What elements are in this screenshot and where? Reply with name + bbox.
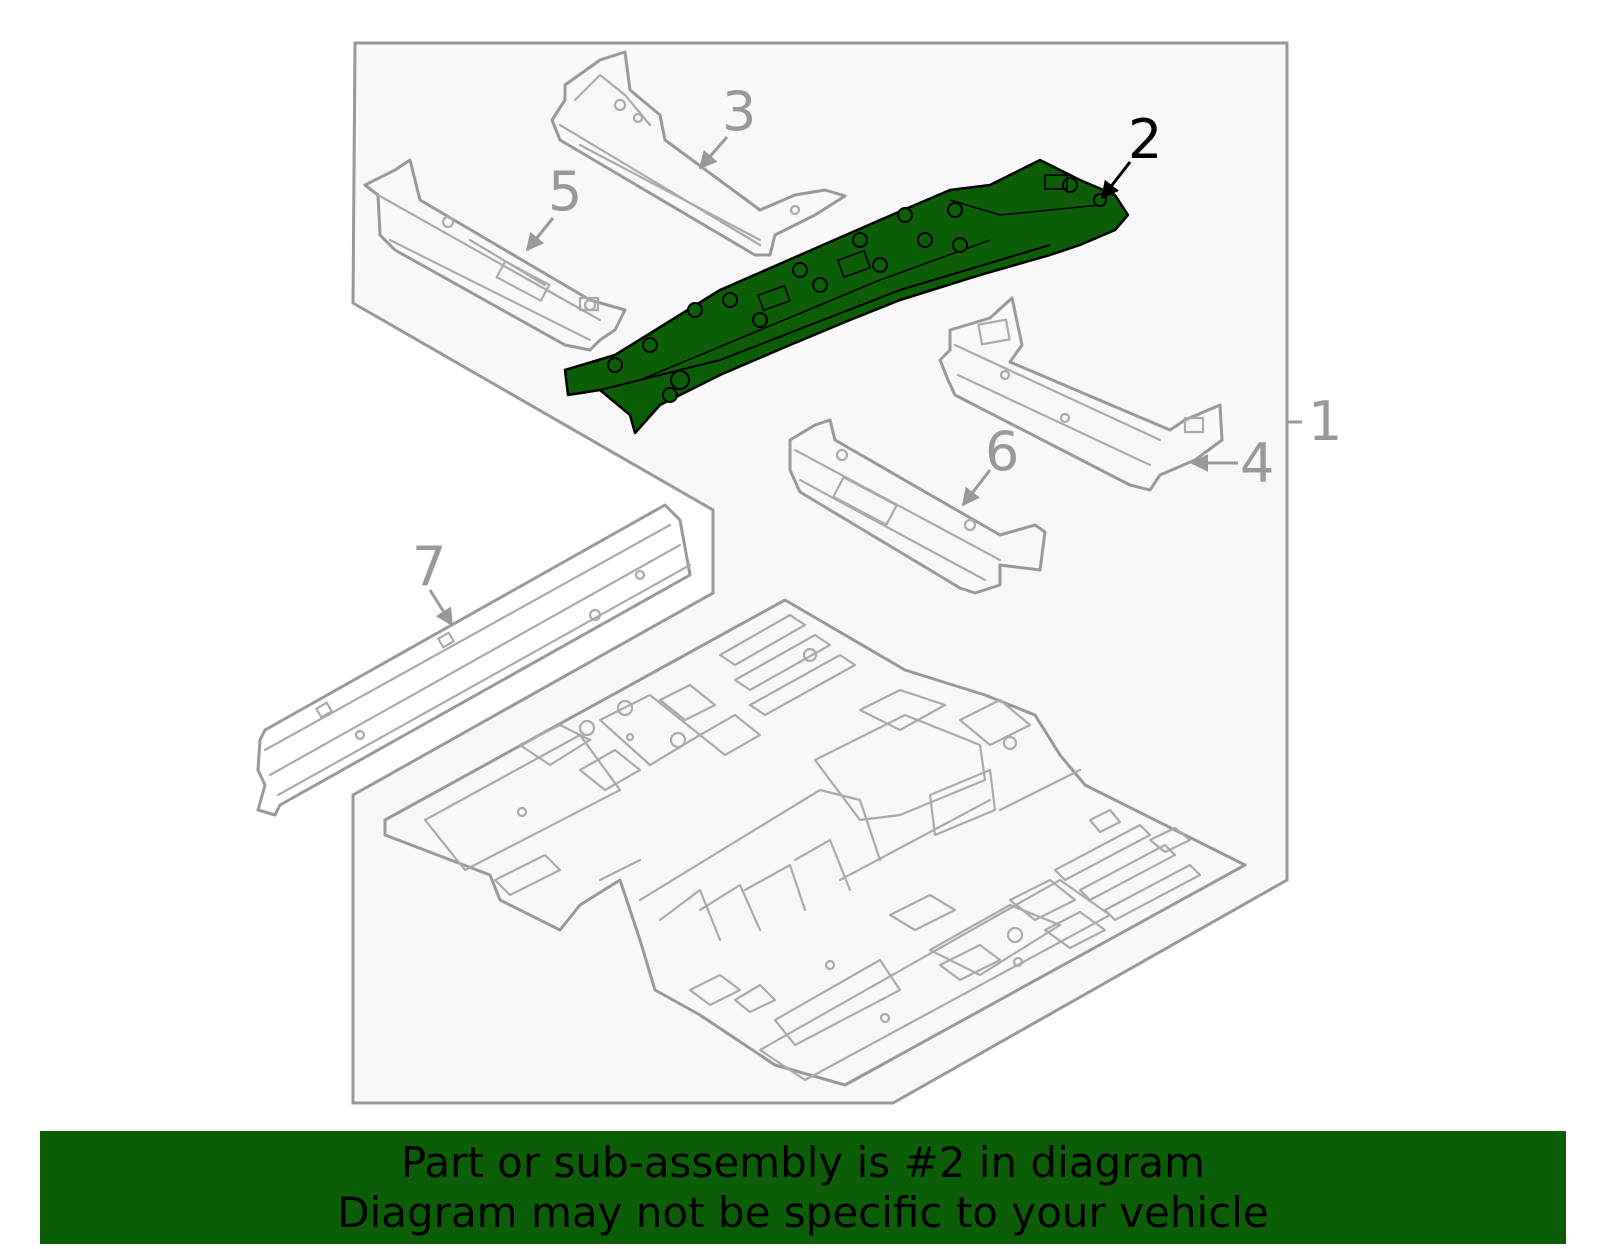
part-4-crossmember[interactable] bbox=[938, 296, 1224, 492]
part-3-crossmember[interactable] bbox=[550, 50, 847, 257]
info-banner: Part or sub-assembly is #2 in diagram Di… bbox=[40, 1131, 1566, 1244]
callout-1: 1 bbox=[1287, 390, 1342, 453]
callout-2-label: 2 bbox=[1128, 108, 1162, 171]
part-7-side-rail[interactable] bbox=[256, 503, 692, 817]
callout-7-label: 7 bbox=[412, 535, 446, 598]
parts-diagram: 1 2 3 4 5 6 7 bbox=[256, 41, 1342, 1105]
callout-4: 4 bbox=[1190, 432, 1274, 495]
callout-6: 6 bbox=[961, 420, 1019, 507]
assembly-panel bbox=[351, 41, 1289, 1105]
callout-2: 2 bbox=[1100, 108, 1162, 200]
callout-3: 3 bbox=[698, 80, 756, 170]
part-2-highlighted[interactable] bbox=[563, 158, 1130, 435]
banner-line-1: Part or sub-assembly is #2 in diagram bbox=[400, 1137, 1206, 1187]
callout-4-label: 4 bbox=[1240, 432, 1274, 495]
callout-6-label: 6 bbox=[985, 420, 1019, 483]
callout-7: 7 bbox=[412, 535, 454, 627]
callout-1-label: 1 bbox=[1308, 390, 1342, 453]
part-5-crossmember[interactable] bbox=[363, 158, 627, 352]
banner-line-2: Diagram may not be specific to your vehi… bbox=[337, 1187, 1269, 1237]
callout-3-label: 3 bbox=[722, 80, 756, 143]
floor-pan[interactable] bbox=[383, 598, 1247, 1087]
callout-5-label: 5 bbox=[548, 160, 582, 223]
part-6-crossmember[interactable] bbox=[788, 418, 1047, 595]
callout-5: 5 bbox=[525, 160, 582, 252]
